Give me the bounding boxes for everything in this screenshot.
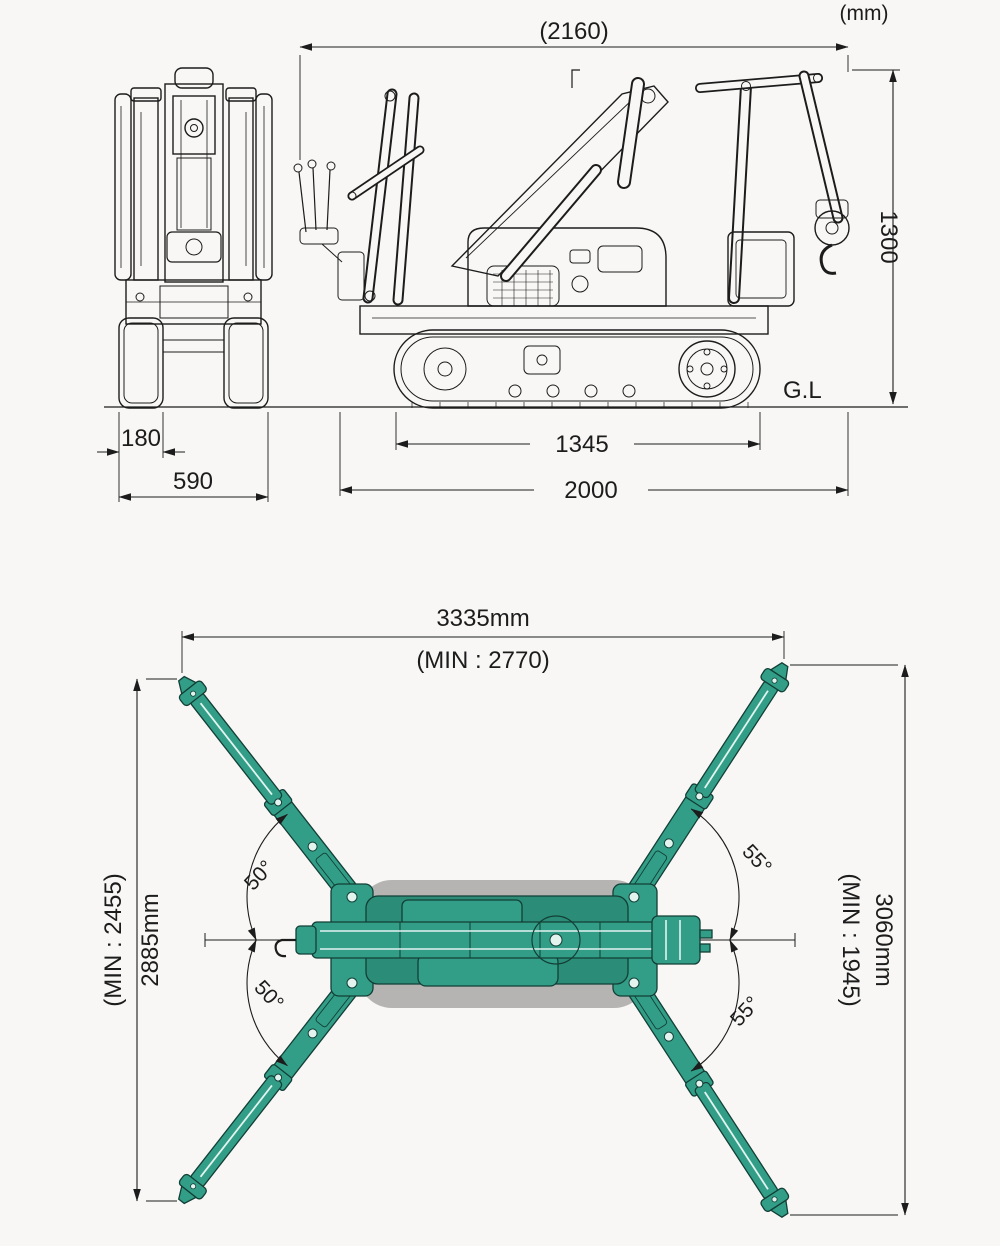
- top-view-drawing: 50° 50° 55° 55°: [169, 656, 798, 1224]
- dim-crawler-length: 1345: [395, 412, 761, 458]
- boom: [450, 77, 669, 282]
- engine-grille: [486, 265, 560, 307]
- units-label: (mm): [840, 2, 889, 25]
- top-view-machine-body: [274, 883, 713, 997]
- front-mast: [164, 83, 224, 283]
- angle-front-right-label: 55°: [738, 840, 776, 879]
- boom-tip-front: [174, 67, 214, 89]
- hook-top-view: [274, 938, 296, 958]
- boom-head-top-view: [295, 925, 317, 955]
- dim-span-width-min-label: (MIN : 2770): [416, 647, 549, 674]
- front-left-track: [118, 317, 164, 409]
- dim-span-left-min-label: (MIN : 2455): [100, 873, 127, 1006]
- antenna: [571, 69, 580, 88]
- dim-front-width-label: 590: [173, 468, 213, 495]
- ground-level-label: G.L: [783, 377, 822, 404]
- dim-overall-length-label: 2000: [564, 477, 617, 504]
- boom-top-view: [311, 921, 693, 959]
- dimensions-orthographic: (mm) (2160) 1300 G.L 180 590: [97, 2, 908, 504]
- dim-span-right-min-label: (MIN : 1945): [837, 873, 864, 1006]
- dim-front-overall-width: 590: [118, 412, 269, 502]
- front-view-drawing: [114, 67, 273, 409]
- front-left-outrigger-folded: [114, 93, 132, 281]
- dim-track-shoe-width: 180: [97, 412, 185, 502]
- angle-rear-left-label: 50°: [250, 976, 288, 1015]
- dim-overall-height-label: 1300: [875, 210, 902, 263]
- dim-span-left-label: 2885mm: [137, 893, 164, 986]
- front-linkage: [347, 88, 425, 306]
- dim-crawler-length-label: 1345: [555, 431, 608, 458]
- crawler-track: [393, 329, 761, 409]
- dim-outrigger-span-width: 3335mm (MIN : 2770): [181, 605, 785, 674]
- dim-overall-length: 2000: [339, 412, 849, 504]
- dimensions-outrigger: 3335mm (MIN : 2770) 2885mm (MIN : 2455) …: [100, 605, 909, 1216]
- dim-overall-height: 1300: [852, 69, 902, 405]
- control-levers: [293, 159, 365, 301]
- dim-span-width-label: 3335mm: [436, 605, 529, 632]
- engine-body: [467, 227, 667, 307]
- outrigger-rear-right: [617, 967, 798, 1224]
- winch-block: [651, 915, 701, 965]
- dim-boom-overall-width: (2160): [299, 18, 849, 160]
- front-right-track: [223, 317, 269, 409]
- hook-block: [814, 199, 850, 275]
- rear-outriggers-folded: [695, 70, 844, 307]
- outrigger-front-right: [617, 656, 798, 913]
- angle-rear-right-label: 55°: [726, 992, 764, 1031]
- dim-span-right-label: 3060mm: [870, 893, 897, 986]
- angle-front-left-label: 50°: [240, 856, 278, 895]
- outrigger-angle-arcs: [246, 808, 740, 1072]
- dim-outrigger-span-left: 2885mm (MIN : 2455): [100, 678, 177, 1202]
- side-view-drawing: [293, 69, 850, 409]
- dim-shoe-width-label: 180: [121, 425, 161, 452]
- dim-boom-width-label: (2160): [539, 18, 608, 45]
- front-right-outrigger-folded: [255, 93, 273, 281]
- dim-outrigger-span-right: 3060mm (MIN : 1945): [790, 664, 909, 1216]
